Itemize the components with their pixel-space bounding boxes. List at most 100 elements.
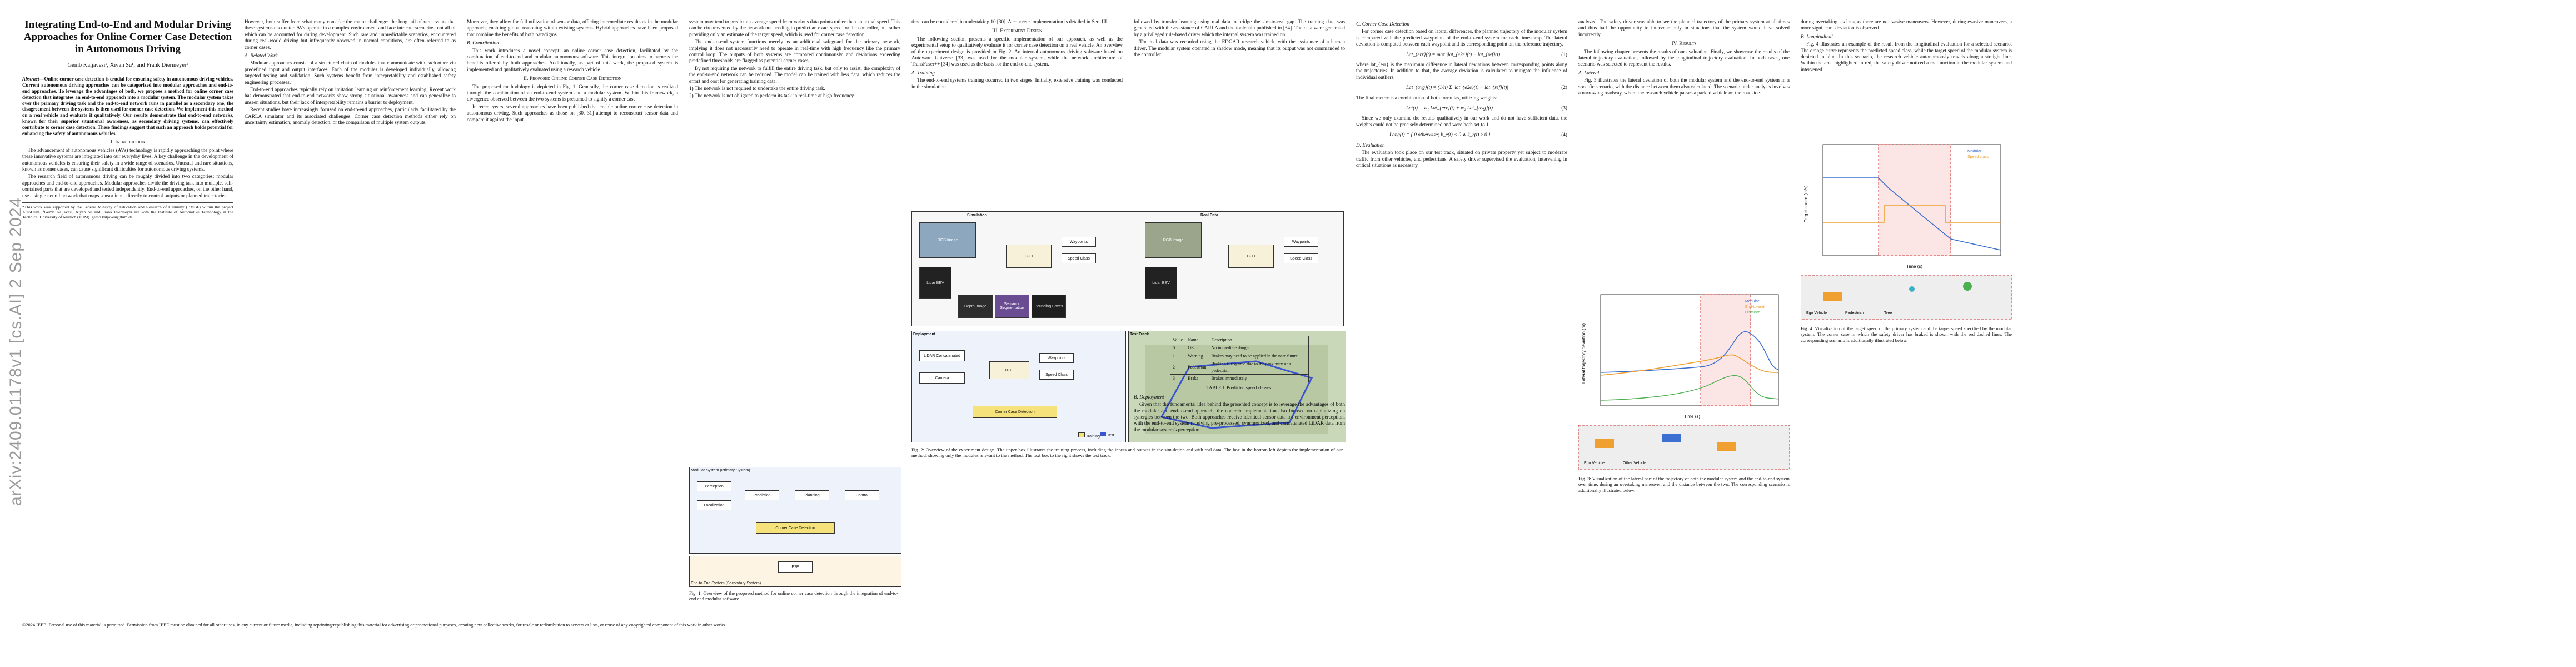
real-speed-class: Speed Class — [1284, 253, 1318, 263]
paper-authors: Gemb Kaljavesi¹, Xiyan Su¹, and Frank Di… — [67, 62, 188, 68]
sim-depth-image: Depth Image — [958, 295, 993, 318]
paragraph: The proposed methodology is depicted in … — [467, 83, 678, 102]
paragraph: End-to-end approaches typically rely on … — [245, 87, 456, 105]
equation-3: Lat(t) = w₁ Lat_{err}(t) + w₂ Lat_{avg}(… — [1406, 105, 1567, 111]
sim-waypoints: Waypoints — [1062, 237, 1096, 247]
tree — [1963, 282, 1972, 291]
deploy-camera: Camera — [919, 372, 965, 384]
paper-title: Integrating End-to-End and Modular Drivi… — [23, 19, 232, 55]
list-item: 2) The network is not obligated to perfo… — [689, 93, 855, 99]
e2e-block: E2E — [778, 561, 813, 573]
legend-training: Training — [1078, 432, 1100, 439]
control-block: Control — [845, 490, 879, 500]
perception-block: Perception — [697, 481, 731, 491]
paragraph: The following section presents a specifi… — [911, 36, 1123, 67]
real-lidar-bev: Lidar BEV — [1145, 267, 1177, 299]
table-header: Value Name Description — [1169, 335, 1309, 345]
column-9: during overtaking, as long as there are … — [1801, 19, 2012, 74]
scene-legend-ego: Ego Vehicle — [1806, 311, 1827, 315]
figure-4-scene: Ego Vehicle Pedestrian Tree — [1801, 275, 2012, 320]
table-caption: TABLE I: Predicted speed classes. — [1206, 385, 1273, 391]
sim-tf-model: TF++ — [1006, 245, 1052, 268]
x-axis-label: Time (s) — [1906, 264, 1922, 269]
paragraph: Recent studies have increasingly focused… — [245, 107, 456, 126]
column-5: time can be considered in undertaking 10… — [911, 19, 1123, 91]
real-rgb-image: RGB Image — [1145, 222, 1202, 258]
sim-lidar-bev: Lidar BEV — [919, 267, 951, 299]
paragraph: analyzed. The safety driver was able to … — [1578, 19, 1790, 37]
sim-semantic-seg: Semantic Segmentation — [995, 295, 1029, 318]
subsection-evaluation: D. Evaluation — [1356, 142, 1385, 148]
figure-1: Modular System (Primary System) Percepti… — [689, 467, 901, 617]
modular-speed-line — [1823, 177, 2001, 251]
real-waypoints: Waypoints — [1284, 237, 1318, 247]
abstract: Abstract—Online corner case detection is… — [22, 76, 233, 136]
paragraph: Given that the fundamental idea behind t… — [1134, 401, 1345, 432]
section-heading-intro: I. Introduction — [111, 139, 145, 146]
column-4: system may tend to predict an average sp… — [689, 19, 900, 101]
deploy-lidar: LiDAR Concatenated — [919, 350, 965, 361]
paragraph: Modular approaches consist of a structur… — [245, 60, 456, 85]
paragraph: Fig. 3 illustrates the lateral deviation… — [1578, 77, 1790, 96]
figure-2: Simulation Real Data RGB Image Lidar BEV… — [911, 211, 1346, 545]
column-1: Integrating End-to-End and Modular Drivi… — [22, 19, 233, 220]
distance-line — [1600, 375, 1779, 401]
copyright-notice: ©2024 IEEE. Personal use of this materia… — [22, 623, 726, 628]
paragraph: followed by transfer learning using real… — [1134, 19, 1345, 37]
e2e-line — [1600, 354, 1779, 376]
subsection-related-work: A. Related Work — [245, 53, 278, 59]
scene-legend-ego: Ego Vehicle — [1584, 461, 1605, 465]
paragraph: The research field of autonomous driving… — [22, 173, 233, 198]
subsection-longitudinal: B. Longitudinal — [1801, 33, 1833, 39]
x-axis-label: Time (s) — [1684, 414, 1700, 419]
deploy-speed-class: Speed Class — [1039, 370, 1074, 380]
paragraph: system may tend to predict an average sp… — [689, 19, 900, 37]
paragraph: The end-to-end system functions merely a… — [689, 39, 900, 64]
paragraph: The final metric is a combination of bot… — [1356, 94, 1498, 101]
legend-e2e: End-to-end — [1745, 305, 1765, 309]
figure-1-caption: Fig. 1: Overview of the proposed method … — [689, 590, 898, 602]
figure-3: Lateral trajectory deviation (m) Time (s… — [1578, 289, 1790, 611]
paragraph: For corner case detection based on later… — [1356, 28, 1567, 47]
paragraph: The real data was recorded using the EDG… — [1134, 39, 1345, 58]
figure-2-caption: Fig. 2: Overview of the experiment desig… — [911, 447, 1343, 459]
real-tf-model: TF++ — [1228, 245, 1274, 268]
paragraph: However, both suffer from what many cons… — [245, 19, 456, 50]
section-heading-approach: II. Proposed Online Corner Case Detectio… — [523, 76, 622, 82]
paragraph: The following chapter presents the resul… — [1578, 48, 1790, 67]
scene-legend-other: Other Vehicle — [1623, 461, 1646, 465]
figure-3-scene: Ego Vehicle Other Vehicle — [1578, 425, 1790, 470]
figure-3-plot: Lateral trajectory deviation (m) Time (s… — [1581, 294, 1779, 419]
subsection-ccd: C. Corner Case Detection — [1356, 21, 1409, 27]
column-7: C. Corner Case Detection For corner case… — [1356, 19, 1567, 170]
scene-legend-pedestrian: Pedestrian — [1845, 311, 1864, 315]
planning-block: Planning — [795, 490, 829, 500]
deploy-ccd: Corner Case Detection — [973, 406, 1057, 418]
real-data-label: Real Data — [1200, 213, 1218, 217]
deployment-box: Deployment — [911, 331, 1126, 442]
figure-4: Target speed (m/s) Time (s) Modular Spee… — [1801, 139, 2012, 461]
figure-3-caption: Fig. 3: Visualization of the lateral par… — [1578, 476, 1790, 493]
e2e-system-box: End-to-End System (Secondary System) — [689, 556, 901, 587]
subsection-contribution: B. Contribution — [467, 40, 499, 46]
legend-modular: Modular — [1745, 300, 1760, 303]
paragraph: where lat_{err} is the maximum differenc… — [1356, 62, 1567, 80]
corner-case-region — [1700, 294, 1751, 406]
paragraph: Fig. 4 illustrates an example of the res… — [1801, 41, 2012, 72]
column-2: However, both suffer from what many cons… — [245, 19, 456, 127]
legend-distance: Distance — [1745, 311, 1760, 315]
ego-vehicle — [1823, 292, 1842, 301]
deploy-waypoints: Waypoints — [1039, 353, 1074, 363]
paragraph: By not requiring the network to fulfill … — [689, 65, 900, 84]
paragraph: This work introduces a novel concept: an… — [467, 47, 678, 72]
paragraph: Moreover, they allow for full utilizatio… — [467, 19, 678, 37]
ego-vehicle — [1595, 439, 1614, 448]
modular-line — [1600, 331, 1779, 373]
column-8: analyzed. The safety driver was able to … — [1578, 19, 1790, 97]
sim-bounding-boxes: Bounding Boxes — [1032, 295, 1066, 318]
equation-4: Long(t) = { 0 otherwise; k_e(t) < 0 ∧ k_… — [1389, 132, 1567, 138]
figure-4-plot: Target speed (m/s) Time (s) Modular Spee… — [1803, 144, 2001, 269]
